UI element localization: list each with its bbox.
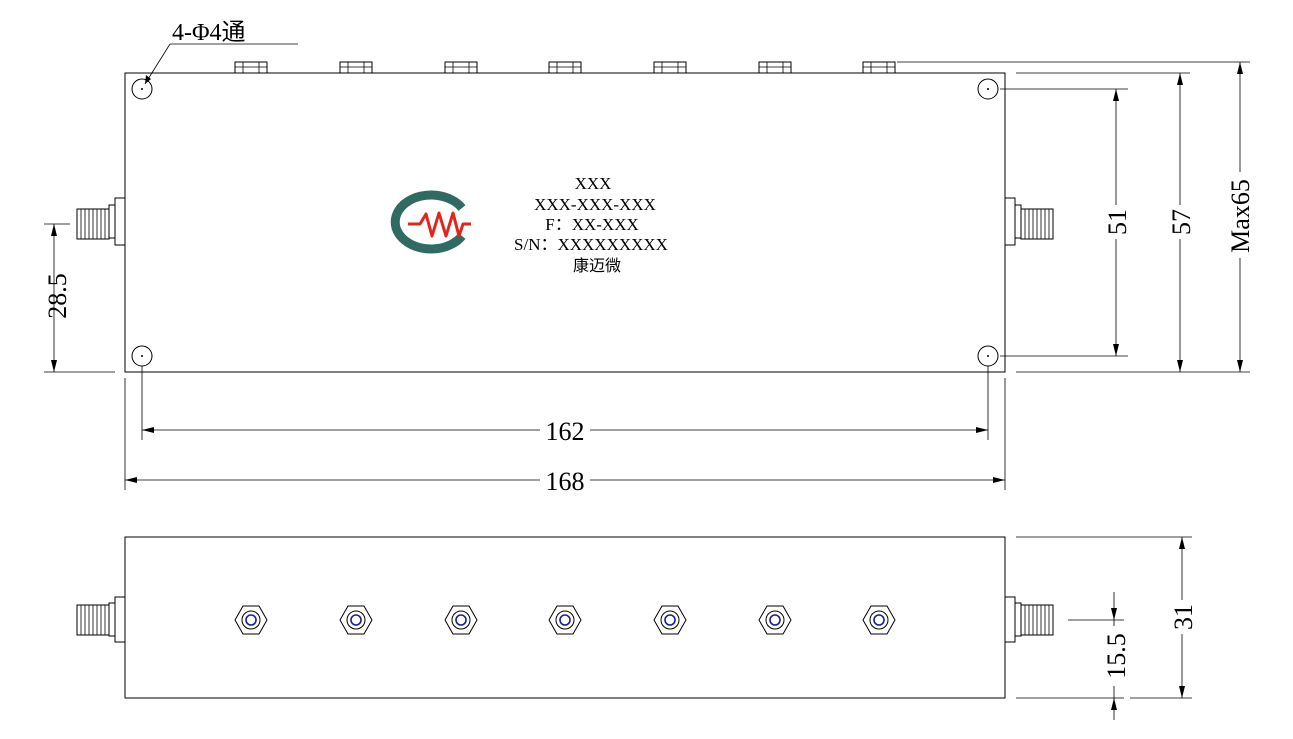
hex-nut-icon <box>653 605 687 635</box>
sma-connector-icon <box>76 596 126 643</box>
mounting-hole-icon <box>131 78 153 100</box>
top-nut-row <box>234 61 896 74</box>
dim-body-height: 57 <box>1167 209 1196 235</box>
sma-connector-icon <box>76 197 126 246</box>
hex-nut-icon <box>653 61 687 74</box>
dim-body-length: 168 <box>546 467 585 496</box>
hole-callout: 4-Φ4通 <box>172 20 246 46</box>
label-serial-number: S/N：XXXXXXXXX <box>514 235 668 254</box>
hex-nut-icon <box>758 61 792 74</box>
hex-nut-icon <box>339 605 373 635</box>
sma-connector-icon <box>1004 596 1054 643</box>
dim-max-height: Max65 <box>1226 179 1255 253</box>
dim-connector-height: 28.5 <box>43 273 72 319</box>
hex-nut-icon <box>548 61 582 74</box>
hex-nut-icon <box>234 605 268 635</box>
hex-nut-icon <box>862 605 896 635</box>
sma-connector-icon <box>1004 197 1054 246</box>
dim-side-connector-height: 15.5 <box>1102 633 1131 679</box>
hex-nut-icon <box>862 61 896 74</box>
hex-nut-icon <box>758 605 792 635</box>
side-body-outline <box>124 536 1006 699</box>
hex-nut-icon <box>548 605 582 635</box>
logo-icon <box>390 190 471 254</box>
hex-nut-icon <box>444 605 478 635</box>
hex-nut-icon <box>234 61 268 74</box>
hex-nut-icon <box>444 61 478 74</box>
label-part-number: XXX-XXX-XXX <box>534 195 656 214</box>
hex-nut-icon <box>339 61 373 74</box>
label-frequency: F：XX-XXX <box>545 215 639 234</box>
dim-side-thickness: 31 <box>1169 604 1198 630</box>
dim-hole-spacing-vertical: 51 <box>1103 209 1132 235</box>
side-view: 15.5 31 <box>76 536 1198 720</box>
top-view: XXX XXX-XXX-XXX F：XX-XXX S/N：XXXXXXXXX 康… <box>43 20 1255 496</box>
mounting-hole-icon <box>977 78 999 100</box>
label-model: XXX <box>575 174 612 193</box>
dim-hole-spacing-horizontal: 162 <box>546 417 585 446</box>
hole-callout-leader <box>144 43 171 85</box>
label-manufacturer: 康迈微 <box>573 256 621 275</box>
